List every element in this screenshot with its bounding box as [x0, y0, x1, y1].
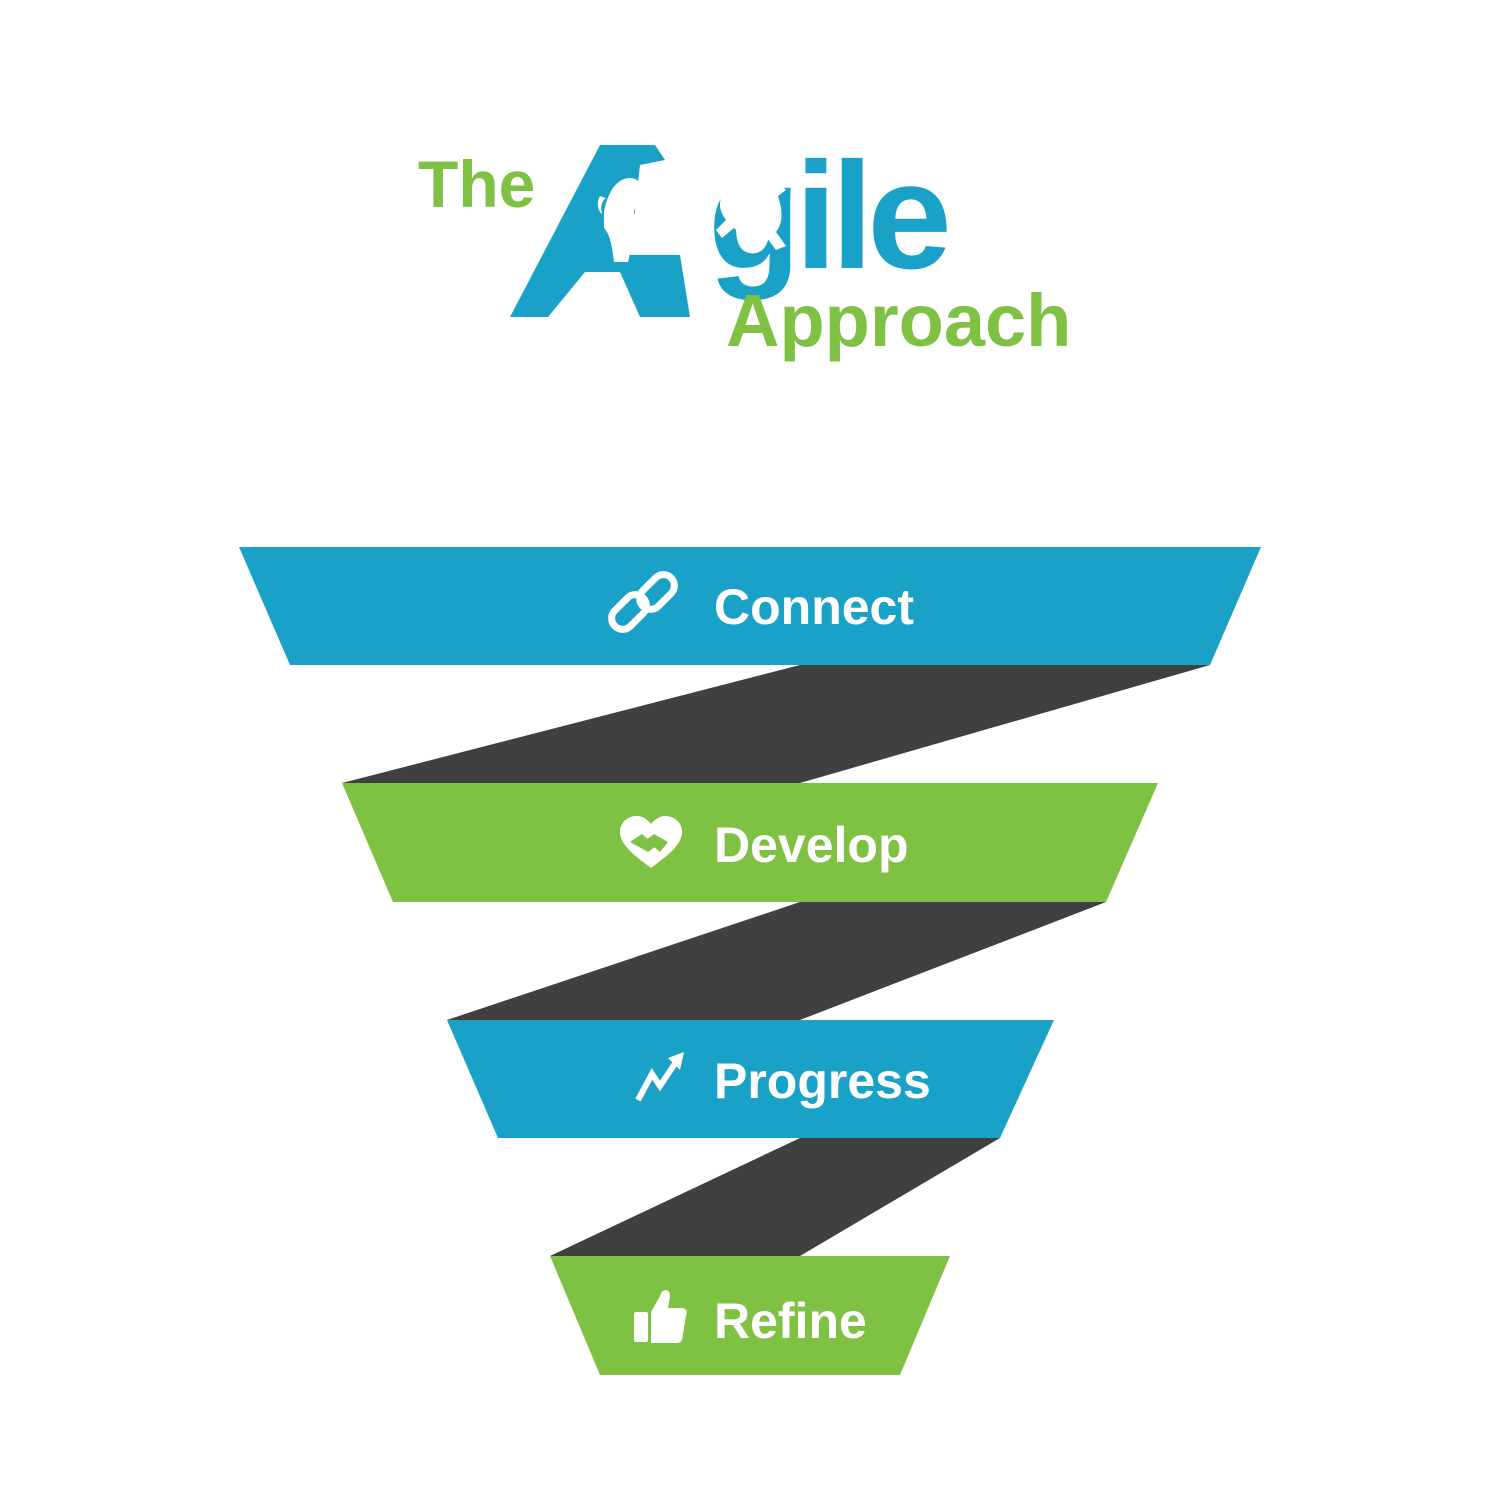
- step-progress: Progress: [447, 1020, 1054, 1138]
- step-label-refine: Refine: [714, 1293, 867, 1349]
- band-progress: [447, 1020, 1054, 1138]
- step-label-progress: Progress: [714, 1053, 931, 1109]
- step-refine: Refine: [550, 1256, 950, 1375]
- step-develop: Develop: [342, 783, 1158, 902]
- step-connect: Connect: [239, 547, 1261, 665]
- connector-3: [550, 1138, 1000, 1256]
- funnel-connectors: [342, 665, 1210, 1256]
- logo-the: The: [418, 147, 535, 221]
- heart-handshake-icon: [620, 816, 682, 868]
- chain-link-icon: [608, 571, 678, 633]
- connector-2: [447, 902, 1106, 1020]
- band-develop: [342, 783, 1158, 902]
- dog-silhouette-icon: [716, 178, 786, 250]
- logo-a-silhouette-icon: [510, 145, 690, 317]
- step-label-develop: Develop: [714, 817, 909, 873]
- logo-approach: Approach: [726, 279, 1071, 362]
- step-label-connect: Connect: [714, 579, 914, 635]
- band-connect: [239, 547, 1261, 665]
- trend-up-arrow-icon: [635, 1052, 684, 1102]
- logo: The gile Approach: [418, 131, 1071, 362]
- connector-1: [342, 665, 1210, 783]
- thumbs-up-icon: [634, 1290, 687, 1343]
- band-refine: [550, 1256, 950, 1375]
